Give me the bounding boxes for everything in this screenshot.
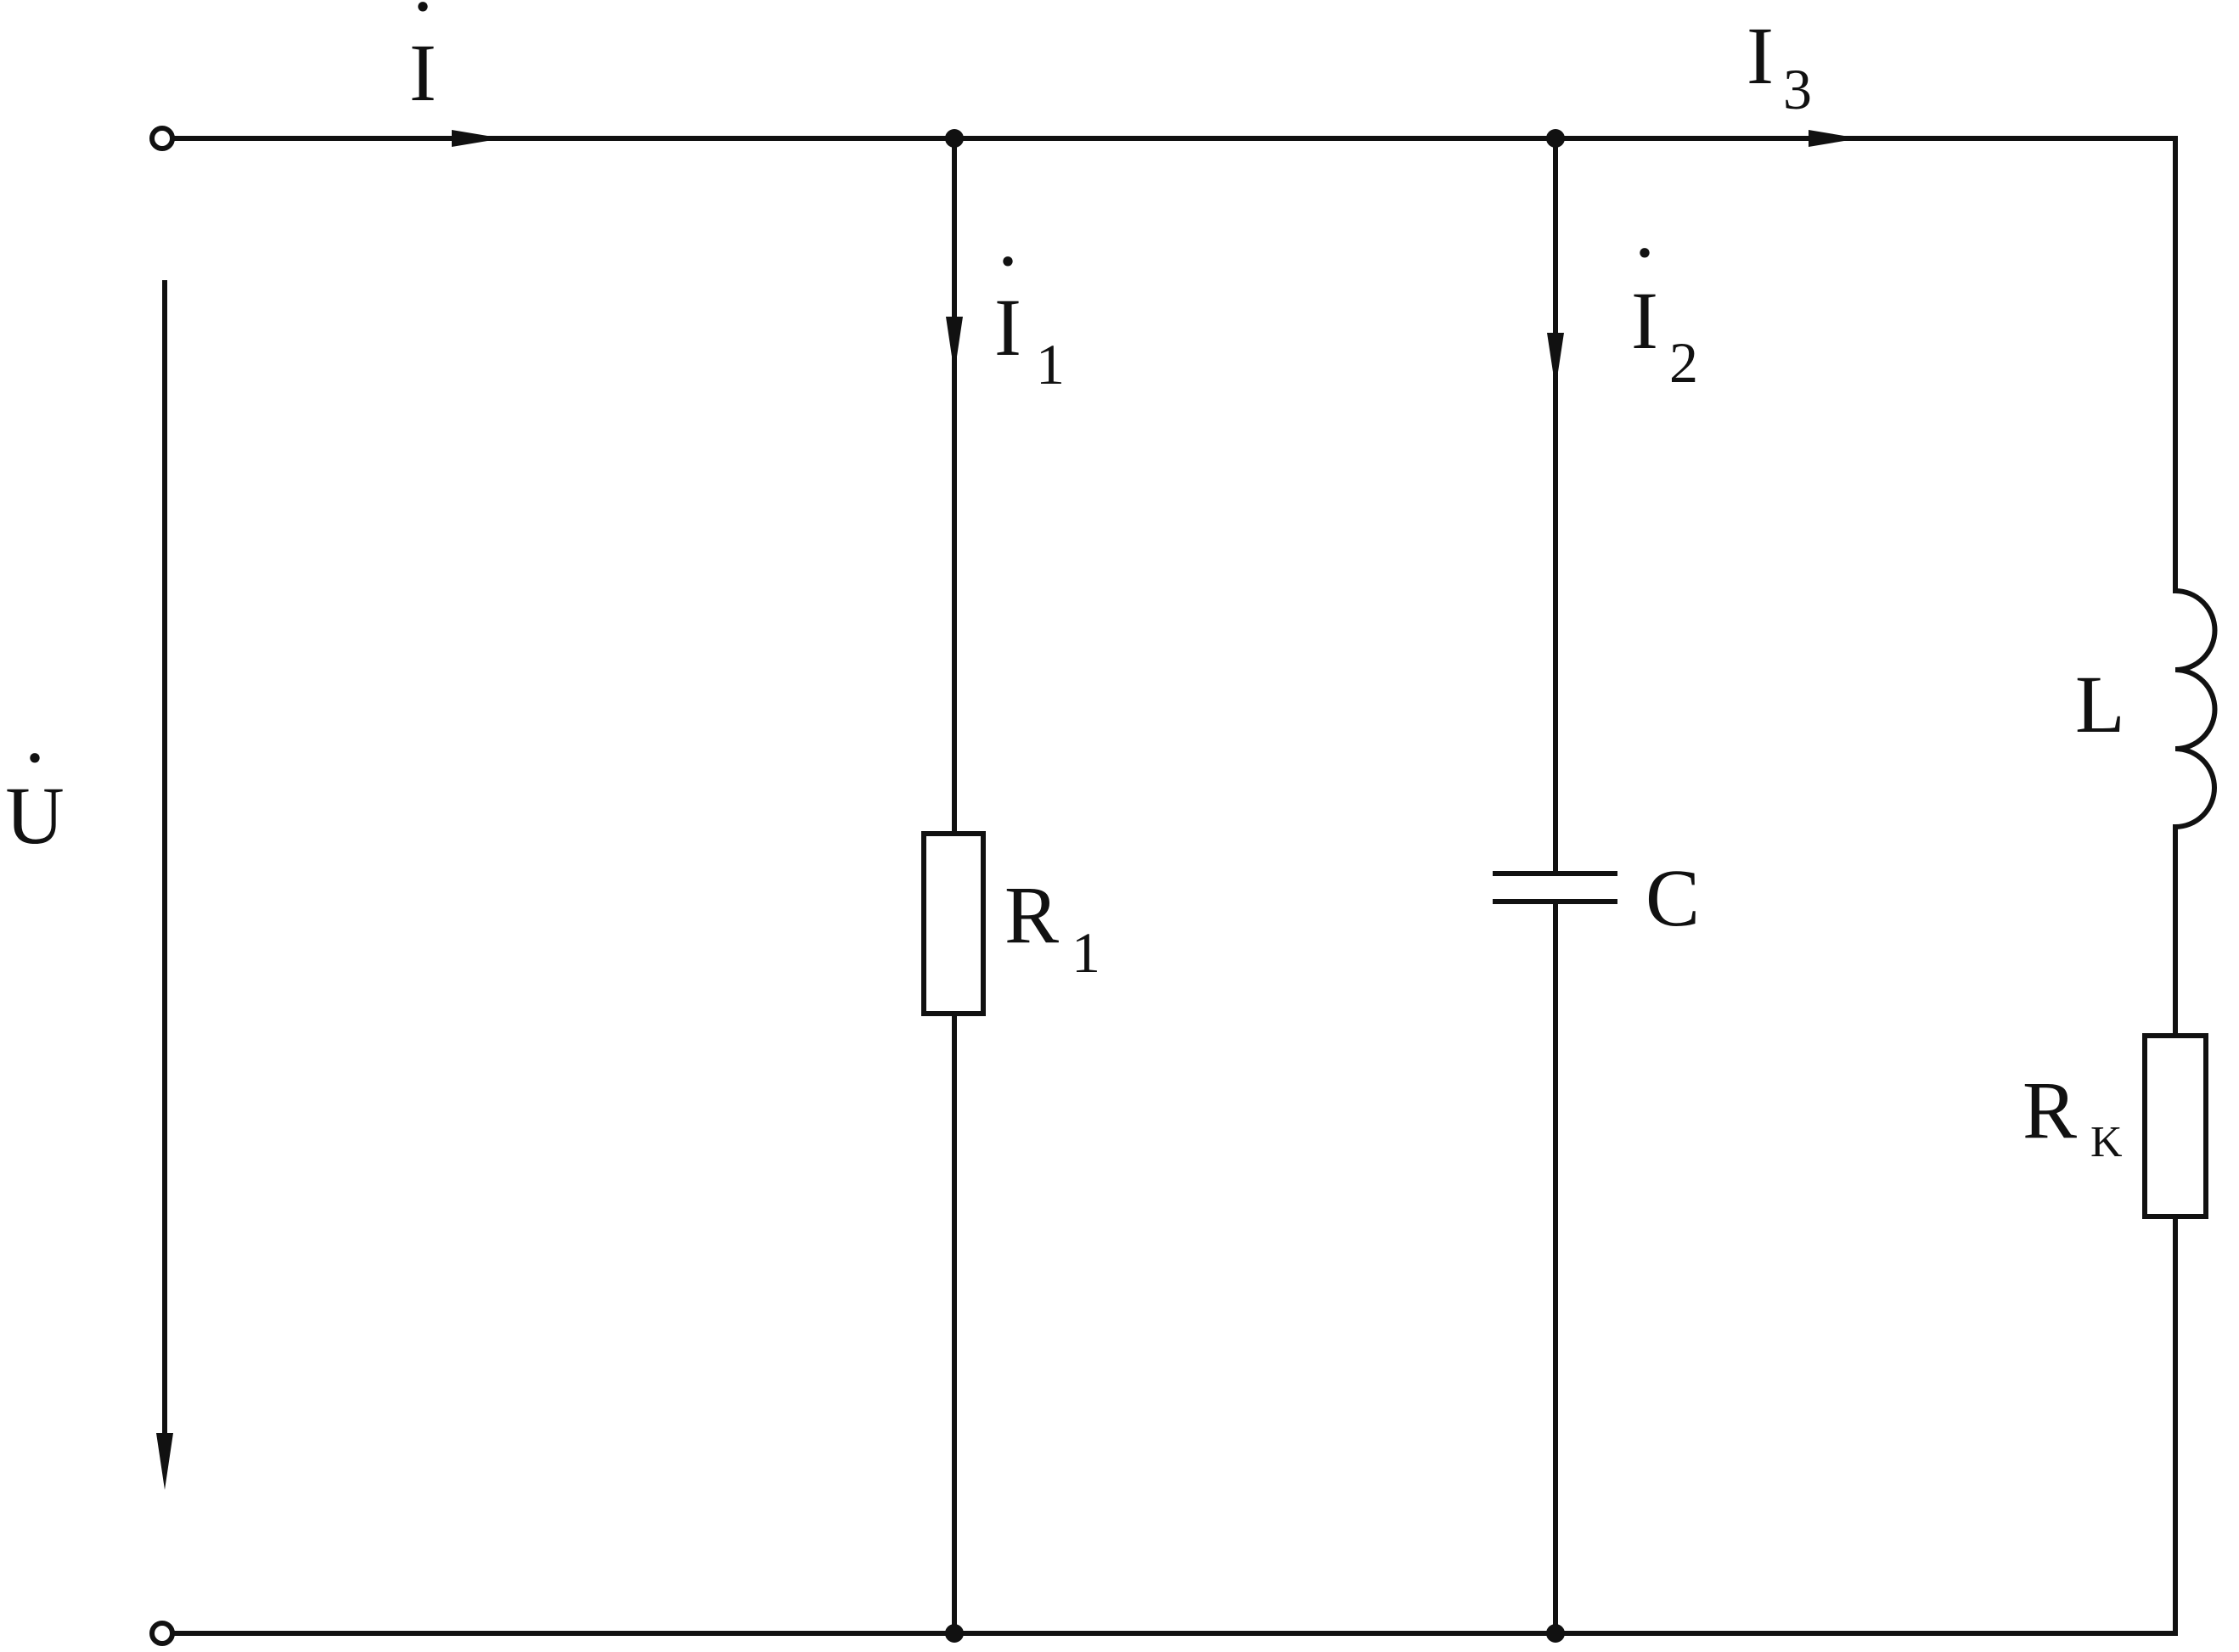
label-main: I <box>1631 275 1658 366</box>
label-main: U <box>5 770 64 861</box>
current-arrowhead-i2 <box>1547 333 1564 389</box>
label-subscript: 1 <box>1036 332 1065 396</box>
inductor-l <box>2172 587 2218 830</box>
label-main: R <box>1004 869 1059 960</box>
label-subscript: K <box>2090 1118 2123 1166</box>
wires <box>170 136 2178 1636</box>
input-terminal-bottom <box>149 1621 175 1646</box>
junction-dot <box>945 129 964 148</box>
accent-dot: · <box>994 216 1021 306</box>
junction-dot <box>945 1624 964 1643</box>
label-subscript: 3 <box>1783 57 1812 121</box>
label-inductor: L <box>2075 659 2125 750</box>
accent-dot: · <box>409 0 436 52</box>
label-main: C <box>1645 852 1700 943</box>
label-current-3: · I 3 <box>1747 0 1812 121</box>
label-main: R <box>2022 1065 2077 1155</box>
label-main: L <box>2075 659 2125 750</box>
label-subscript: 1 <box>1072 920 1100 985</box>
current-arrowhead-i3 <box>1809 130 1859 147</box>
capacitor-c <box>1493 871 1617 904</box>
label-voltage: · U <box>5 712 64 861</box>
label-main: I <box>994 282 1021 373</box>
resistor-rk <box>2142 1033 2208 1219</box>
accent-dot: · <box>1747 0 1774 35</box>
input-terminal-top <box>149 126 175 151</box>
resistor-r1 <box>921 831 986 1016</box>
current-arrowhead-i1 <box>946 317 963 374</box>
label-current-1: · I 1 <box>994 216 1065 396</box>
label-resistor-k: R K <box>2022 1065 2123 1166</box>
label-resistor-1: R 1 <box>1004 869 1100 985</box>
label-main: I <box>409 27 436 118</box>
junction-dot <box>1546 1624 1565 1643</box>
voltage-arrowhead <box>156 1433 173 1490</box>
accent-dot: · <box>1631 207 1658 298</box>
label-current-2: · I 2 <box>1631 207 1698 395</box>
label-capacitor: C <box>1645 852 1700 943</box>
label-subscript: 2 <box>1669 330 1698 395</box>
accent-dot: · <box>21 712 48 803</box>
current-arrowhead-total <box>452 130 503 147</box>
label-main: I <box>1747 10 1774 101</box>
label-current-total: · I <box>409 0 436 118</box>
junction-dot <box>1546 129 1565 148</box>
